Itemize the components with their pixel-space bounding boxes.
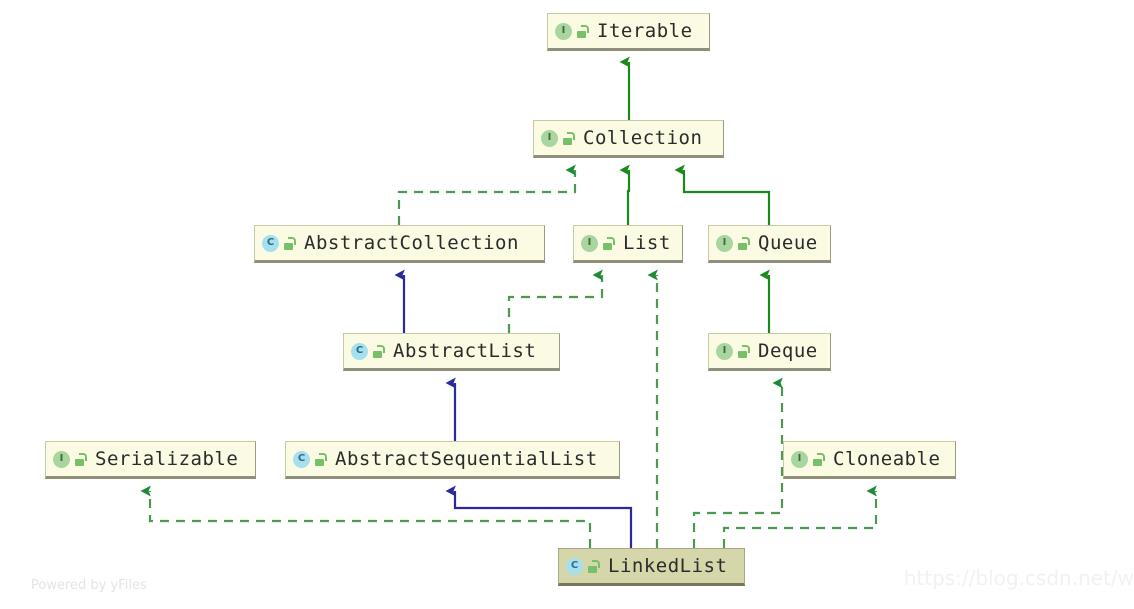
class-icon: C [351, 342, 368, 360]
class-icon: C [262, 234, 279, 252]
unlock-icon [74, 452, 87, 466]
node-cloneable[interactable]: I Cloneable [783, 441, 956, 479]
edge-linkedlist-serializable [140, 485, 592, 548]
edge-abstractlist-list [507, 269, 604, 333]
node-label: List [623, 232, 671, 254]
unlock-icon [587, 559, 600, 573]
edge-linkedlist-cloneable [722, 485, 878, 548]
node-list[interactable]: I List [573, 225, 683, 263]
class-icon: C [293, 450, 310, 468]
unlock-icon [737, 236, 750, 250]
node-label: Serializable [95, 448, 239, 470]
edge-abstractcollection-collection [397, 164, 577, 225]
node-label: Deque [758, 340, 818, 362]
node-abstractcollection[interactable]: C AbstractCollection [254, 225, 545, 263]
node-label: AbstractCollection [304, 232, 519, 254]
unlock-icon [283, 236, 296, 250]
node-linkedlist[interactable]: C LinkedList [558, 548, 745, 586]
interface-icon: I [555, 22, 572, 40]
node-label: Collection [583, 127, 703, 149]
unlock-icon [602, 236, 615, 250]
node-abstractsequentiallist[interactable]: C AbstractSequentialList [285, 441, 620, 479]
node-collection[interactable]: I Collection [533, 120, 724, 158]
node-label: AbstractSequentialList [335, 448, 598, 470]
interface-icon: I [716, 342, 733, 360]
node-label: Queue [758, 232, 818, 254]
interface-icon: I [53, 450, 70, 468]
class-icon: C [566, 557, 583, 575]
edge-linkedlist-deque [692, 377, 784, 548]
node-label: LinkedList [608, 555, 728, 577]
node-deque[interactable]: I Deque [708, 333, 831, 371]
node-serializable[interactable]: I Serializable [45, 441, 256, 479]
unlock-icon [372, 344, 385, 358]
unlock-icon [562, 131, 575, 145]
node-label: Iterable [597, 20, 693, 42]
unlock-icon [576, 24, 589, 38]
unlock-icon [812, 452, 825, 466]
node-iterable[interactable]: I Iterable [547, 13, 710, 51]
edge-list-collection [619, 164, 631, 225]
interface-icon: I [581, 234, 598, 252]
unlock-icon [737, 344, 750, 358]
node-abstractlist[interactable]: C AbstractList [343, 333, 560, 371]
edge-linkedlist-abstractsequentiallist [445, 485, 633, 548]
unlock-icon [314, 452, 327, 466]
node-label: Cloneable [833, 448, 941, 470]
interface-icon: I [716, 234, 733, 252]
interface-icon: I [791, 450, 808, 468]
edge-queue-collection [674, 164, 771, 225]
node-queue[interactable]: I Queue [708, 225, 831, 263]
interface-icon: I [541, 129, 558, 147]
node-label: AbstractList [393, 340, 537, 362]
